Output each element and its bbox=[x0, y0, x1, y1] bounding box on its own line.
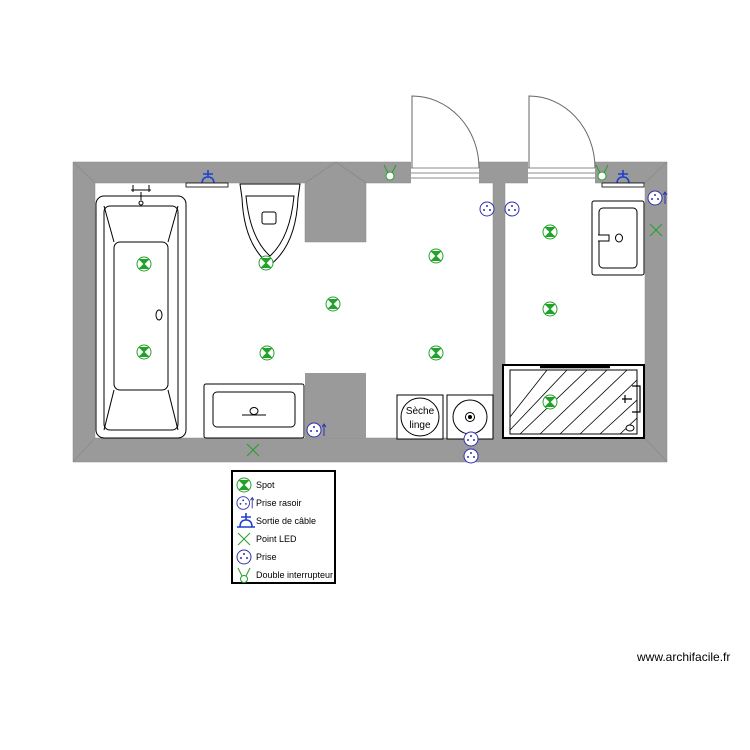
dryer-label-line1: Sèche bbox=[406, 406, 435, 417]
spot-icon[interactable] bbox=[542, 301, 558, 317]
legend-item-double-switch: Double interrupteur bbox=[233, 567, 336, 585]
spot-icon[interactable] bbox=[542, 224, 558, 240]
door-left[interactable] bbox=[411, 95, 480, 184]
spot-icon[interactable] bbox=[325, 296, 341, 312]
legend-item-shaver-socket: Prise rasoir bbox=[233, 495, 336, 513]
led-point-icon bbox=[237, 532, 251, 546]
spot-icon[interactable] bbox=[136, 344, 152, 360]
spot-icon[interactable] bbox=[259, 345, 275, 361]
spot-icon[interactable] bbox=[258, 255, 274, 271]
tumble-dryer: Sèche linge bbox=[396, 394, 444, 440]
socket-icon[interactable] bbox=[504, 201, 520, 217]
dryer-label-line2: linge bbox=[409, 420, 431, 431]
legend-label: Prise bbox=[256, 552, 277, 562]
double-switch-icon bbox=[237, 567, 251, 583]
legend-item-socket: Prise bbox=[233, 549, 336, 567]
spot-icon[interactable] bbox=[136, 256, 152, 272]
legend-label: Prise rasoir bbox=[256, 498, 302, 508]
door-right[interactable] bbox=[528, 95, 596, 184]
socket-icon bbox=[236, 549, 252, 565]
cable-outlet-icon bbox=[237, 513, 255, 528]
shower bbox=[502, 364, 645, 439]
spot-icon[interactable] bbox=[542, 394, 558, 410]
socket-icon[interactable] bbox=[463, 431, 479, 447]
spot-icon[interactable] bbox=[428, 248, 444, 264]
legend-item-spot: Spot bbox=[233, 477, 336, 495]
watermark[interactable]: www.archifacile.fr bbox=[637, 650, 731, 664]
legend-label: Point LED bbox=[256, 534, 297, 544]
toilet bbox=[239, 183, 301, 266]
cable-outlets bbox=[185, 169, 645, 188]
legend-item-cable-outlet: Sortie de câble bbox=[233, 513, 336, 531]
legend: Spot Prise rasoir Sortie de câble Point … bbox=[231, 470, 336, 584]
legend-label: Double interrupteur bbox=[256, 570, 334, 580]
legend-item-led-point: Point LED bbox=[233, 531, 336, 549]
shaver-socket-icon bbox=[236, 496, 254, 510]
bathtub bbox=[95, 185, 187, 439]
spot-icon[interactable] bbox=[428, 345, 444, 361]
washbasin bbox=[203, 383, 305, 439]
washbasin-small bbox=[591, 200, 645, 276]
legend-label: Sortie de câble bbox=[256, 516, 317, 526]
socket-icon[interactable] bbox=[479, 201, 495, 217]
spot-icon bbox=[236, 477, 252, 493]
legend-label: Spot bbox=[256, 480, 275, 490]
socket-icon[interactable] bbox=[463, 448, 479, 464]
